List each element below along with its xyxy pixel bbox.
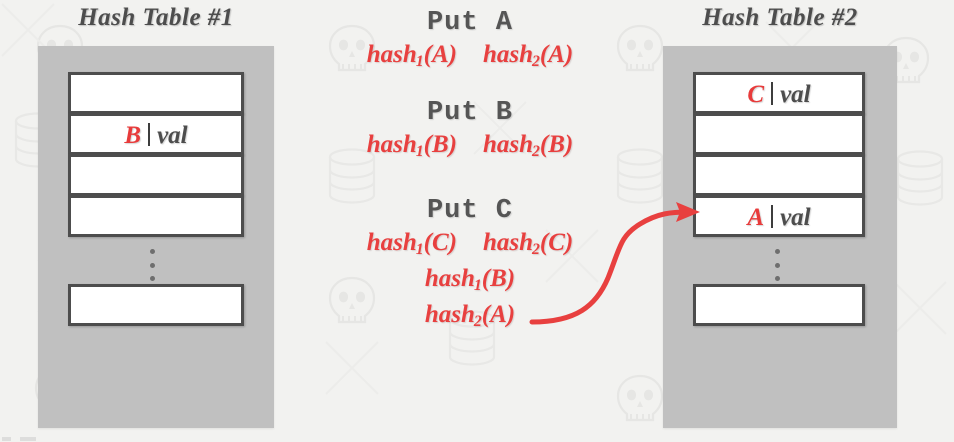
hash-table-2-ellipsis (774, 249, 780, 281)
footer-artifact (0, 434, 46, 442)
hash-label-1b: hash1(B) (366, 131, 457, 161)
entry-key: C (747, 81, 765, 108)
operation-put-b: Put B hash1(B) hash2(B) (300, 98, 640, 161)
hash-label-2a: hash2(A) (483, 41, 574, 71)
entry-value: val (780, 81, 811, 108)
hash-table-1-slot-3[interactable] (68, 195, 244, 237)
hash-table-2-slot-2[interactable] (693, 154, 865, 196)
hash-table-2-entry-3: A val (747, 202, 811, 231)
hash-label-1a: hash1(A) (366, 41, 457, 71)
operation-put-c-displace-2: hash2(A) (300, 301, 640, 331)
hash-table-1-slot-0[interactable] (68, 72, 244, 114)
hash-table-2-slot-4[interactable] (693, 284, 865, 326)
hash-table-1-slot-2[interactable] (68, 154, 244, 196)
entry-separator (771, 205, 774, 228)
hash-table-1-ellipsis (149, 249, 155, 281)
hash-table-1-entry-1: B val (124, 120, 188, 149)
operation-put-a: Put A hash1(A) hash2(A) (300, 8, 640, 71)
operation-put-b-title: Put B (426, 98, 513, 128)
operation-put-c: Put C hash1(C) hash2(C) hash1(B) hash2(A… (300, 196, 640, 331)
operation-put-a-hashes: hash1(A) hash2(A) (300, 41, 640, 71)
hash-table-2: Hash Table #2 C val A val (631, 0, 929, 442)
hash-table-2-slot-0[interactable]: C val (693, 72, 865, 114)
entry-separator (148, 123, 151, 146)
hash-label-1c: hash1(C) (366, 229, 457, 259)
hash-table-2-entry-0: C val (747, 79, 811, 108)
operations-column: Put A hash1(A) hash2(A) Put B hash1(B) h… (300, 0, 640, 442)
hash-label-2a-displaced: hash2(A) (424, 301, 516, 331)
entry-value: val (157, 122, 188, 149)
operation-put-c-displace-1: hash1(B) (300, 265, 640, 295)
operation-put-b-hashes: hash1(B) hash2(B) (300, 131, 640, 161)
hash-table-1: Hash Table #1 B val (8, 0, 304, 442)
operation-put-a-title: Put A (426, 8, 513, 38)
entry-key: A (747, 204, 765, 231)
operation-put-c-hashes: hash1(C) hash2(C) (300, 229, 640, 259)
hash-label-1b-displaced: hash1(B) (424, 265, 516, 295)
hash-table-1-title: Hash Table #1 (78, 4, 234, 31)
hash-table-2-title: Hash Table #2 (702, 4, 858, 31)
entry-separator (771, 82, 774, 105)
hash-table-2-slot-1[interactable] (693, 113, 865, 155)
hash-table-2-slot-3[interactable]: A val (693, 195, 865, 237)
hash-table-1-slot-4[interactable] (68, 284, 244, 326)
entry-value: val (780, 204, 811, 231)
operation-put-c-title: Put C (426, 196, 513, 226)
entry-key: B (124, 122, 142, 149)
hash-label-2c: hash2(C) (483, 229, 574, 259)
hash-table-1-slot-1[interactable]: B val (68, 113, 244, 155)
hash-label-2b: hash2(B) (483, 131, 574, 161)
